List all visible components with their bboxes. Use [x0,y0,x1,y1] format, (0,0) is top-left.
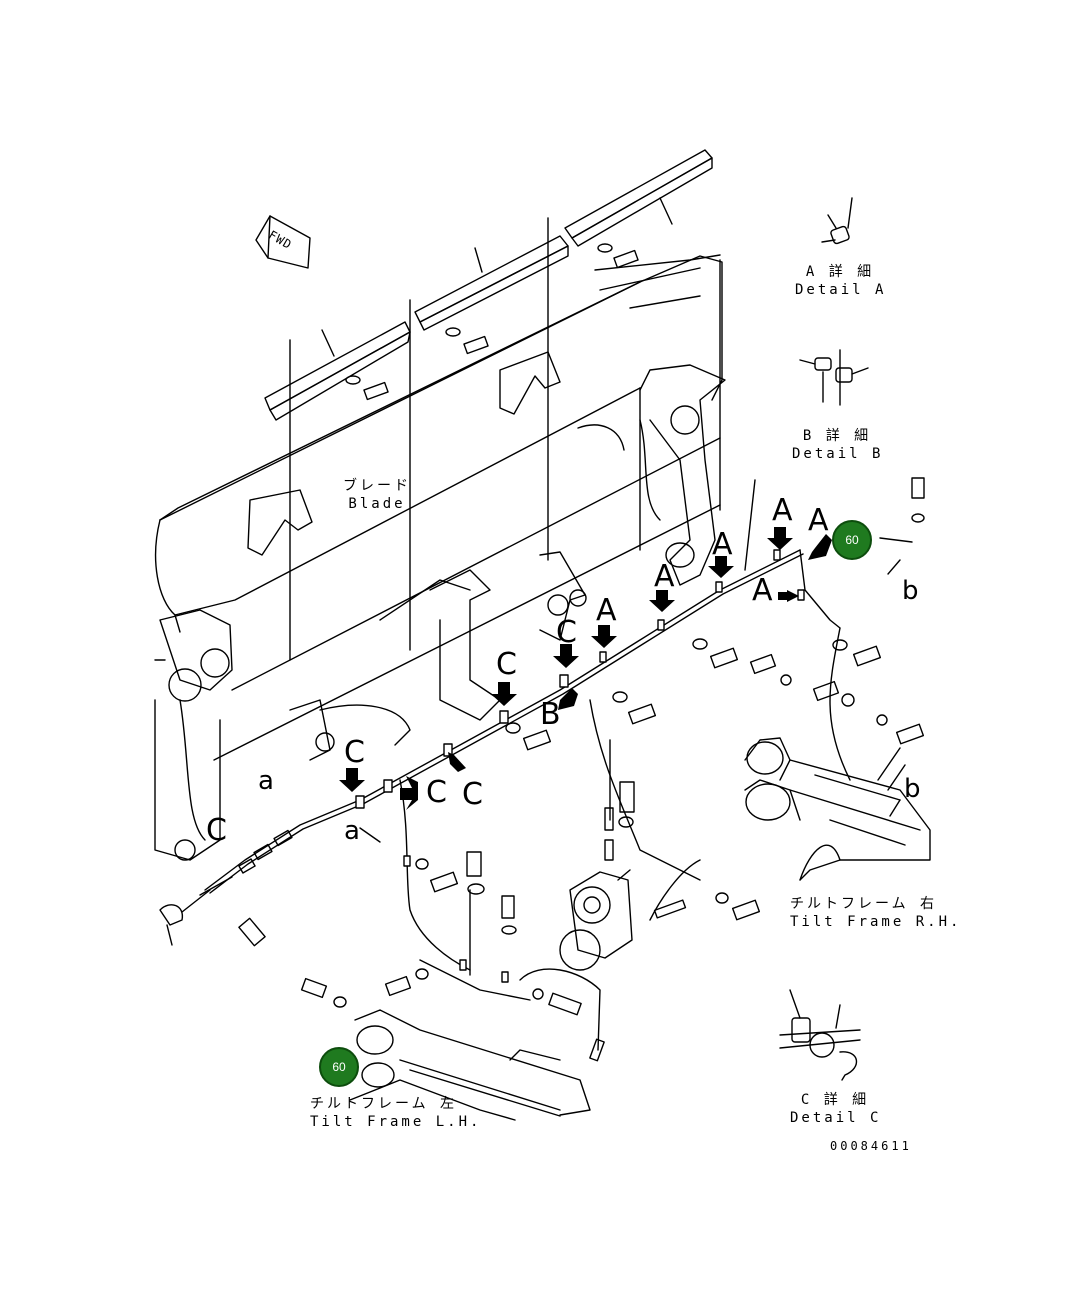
tilt-frame-rh-label-jp: チルトフレーム 右 [790,896,938,912]
bolt [812,680,855,707]
bolt [445,327,489,355]
view-letter-a: A [596,593,617,628]
bolt [300,977,347,1008]
view-letter-c: C [426,775,447,810]
bolt [505,722,552,751]
view-letter-a: A [654,559,675,594]
view-letter-b-small: b [902,576,919,606]
tilt-frame-rh-label-en: Tilt Frame R.H. [790,914,962,930]
bolt [749,653,792,686]
bolt [501,895,517,935]
blade-left-bracket [154,609,233,861]
blade-label-en: Blade [348,496,406,512]
bolt [612,691,657,725]
detail-c-sketch [779,989,861,1081]
blade-center-brackets [289,551,587,761]
detail-a-sketch [821,197,853,245]
bolt [597,243,639,269]
detail-b-sketch [799,349,869,406]
view-letter-a-small: a [344,816,360,846]
bolts-and-washers [238,243,925,1016]
hose-lines [204,549,851,1051]
tilt-frame-lh-label-en: Tilt Frame L.H. [310,1114,482,1130]
detail-b-label-en: Detail B [792,446,884,462]
view-letter-c: C [344,735,365,770]
bolt [618,781,635,828]
left-fittings [159,829,293,926]
leader-lines [166,479,913,946]
view-letter-a: A [712,527,733,562]
bolt [832,639,882,667]
bolt [238,917,266,947]
tilt-frame-lh [349,1009,591,1121]
blade-top-rails [264,149,713,421]
view-letter-a: A [808,503,829,538]
view-letter-a: A [772,493,793,528]
bolt [345,375,389,401]
drawing-number: 00084611 [830,1139,912,1153]
bolt [911,477,925,523]
view-letter-c: C [206,813,227,848]
view-letter-b-small: b [904,774,921,804]
view-arrows [339,527,832,810]
bolt [466,851,485,895]
callout-badge-60[interactable]: 60 [319,1047,359,1087]
detail-c-label-en: Detail C [790,1110,882,1126]
fwd-arrow [255,215,311,269]
bolt [715,892,761,921]
detail-c-label-jp: C 詳 細 [800,1092,870,1108]
tilt-frame-rh [744,737,931,881]
view-letter-c: C [496,647,517,682]
detail-a-label-en: Detail A [795,282,887,298]
bolt [415,858,459,893]
valve-block [559,807,687,1062]
bolt [876,714,925,745]
tilt-frame-lh-label-jp: チルトフレーム 左 [310,1096,458,1112]
callout-badge-60[interactable]: 60 [832,520,872,560]
view-letter-c: C [462,777,483,812]
detail-a-label-jp: A 詳 細 [805,264,875,280]
bolt [384,968,429,997]
blade-right-bracket [639,364,726,586]
bolt [692,638,739,669]
view-letter-c: C [556,615,577,650]
view-letter-a-small: a [258,766,274,796]
blade-body [154,217,723,761]
view-letter-a: A [752,573,773,608]
hose-clamps [355,549,805,983]
view-letter-b: B [540,697,561,732]
detail-b-label-jp: B 詳 細 [802,428,872,444]
bolt [532,988,582,1016]
blade-label-jp: ブレード [343,478,411,494]
